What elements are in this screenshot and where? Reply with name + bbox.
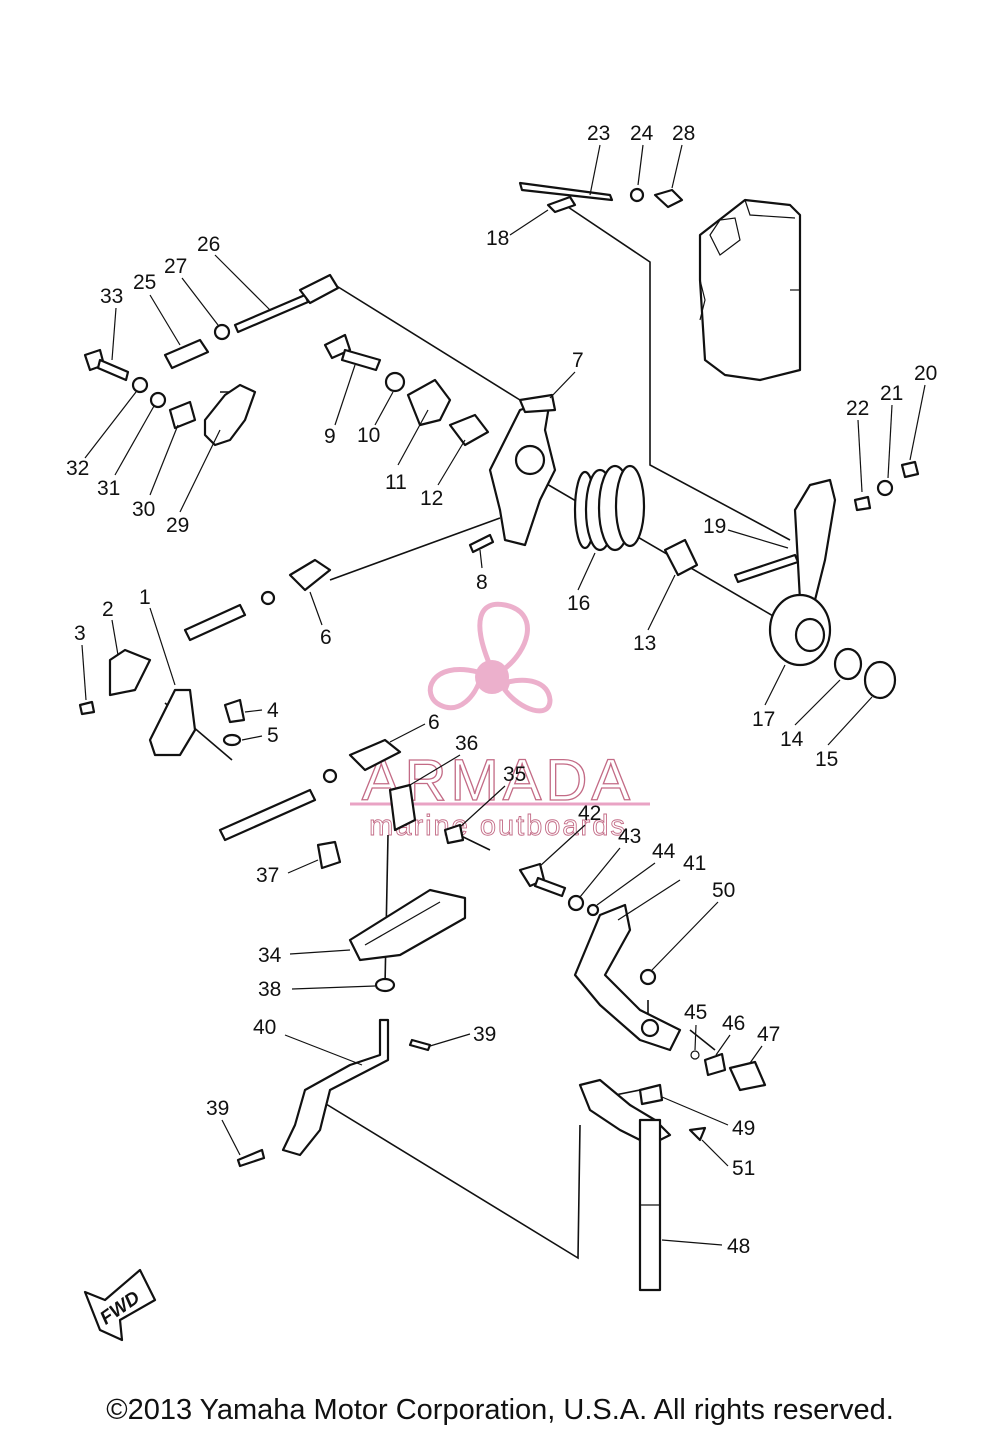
callout-6-lower: 6 [428, 711, 440, 734]
callout-20: 20 [914, 362, 937, 385]
callout-45: 45 [684, 1001, 707, 1024]
callout-48: 48 [727, 1235, 750, 1258]
part-23-rod [518, 181, 684, 214]
callout-4: 4 [267, 699, 279, 722]
callout-27: 27 [164, 255, 187, 278]
callout-21: 21 [880, 382, 903, 405]
callout-34: 34 [258, 944, 282, 967]
callout-26: 26 [197, 233, 220, 256]
part-16-spring [573, 464, 646, 552]
callout-9: 9 [324, 425, 336, 448]
part-6-upper [183, 533, 495, 642]
part-26-rod [83, 273, 340, 382]
callout-39-right: 39 [473, 1023, 496, 1046]
part-6-lower [218, 738, 465, 870]
callout-50: 50 [712, 879, 735, 902]
callout-14: 14 [780, 728, 804, 751]
part-34-lever [348, 888, 467, 993]
control-box [698, 198, 802, 382]
callout-33: 33 [100, 285, 123, 308]
callout-51: 51 [732, 1157, 755, 1180]
callout-18: 18 [486, 227, 509, 250]
callout-35: 35 [503, 763, 526, 786]
callout-2: 2 [102, 598, 114, 621]
callout-37: 37 [256, 864, 279, 887]
callout-22: 22 [846, 397, 869, 420]
callout-40: 40 [253, 1016, 276, 1039]
callout-47: 47 [757, 1023, 780, 1046]
callout-42: 42 [578, 802, 601, 825]
callout-6-upper: 6 [320, 626, 332, 649]
callout-28: 28 [672, 122, 695, 145]
callout-11: 11 [385, 471, 407, 494]
part-48-shaft [578, 1078, 707, 1292]
part-17-lever [733, 460, 920, 700]
callout-12: 12 [420, 487, 443, 510]
callout-7: 7 [572, 349, 584, 372]
callout-36: 36 [455, 732, 478, 755]
callout-25: 25 [133, 271, 156, 294]
callout-19: 19 [703, 515, 726, 538]
callout-13: 13 [633, 632, 656, 655]
callout-10: 10 [357, 424, 380, 447]
callout-44: 44 [652, 840, 676, 863]
propeller-icon [427, 601, 553, 714]
callout-31: 31 [97, 477, 120, 500]
callout-1: 1 [139, 586, 151, 609]
callout-29: 29 [166, 514, 189, 537]
callout-16: 16 [567, 592, 590, 615]
callout-15: 15 [815, 748, 838, 771]
callout-43: 43 [618, 825, 641, 848]
callout-41: 41 [683, 852, 706, 875]
part-29-bracket [131, 376, 257, 447]
callout-5: 5 [267, 724, 279, 747]
callout-23: 23 [587, 122, 610, 145]
callout-46: 46 [722, 1012, 745, 1035]
part-13-bushing [663, 538, 699, 577]
callout-49: 49 [732, 1117, 755, 1140]
part-41-lever [518, 862, 767, 1092]
part-7-lever [323, 333, 557, 547]
copyright-notice: ©2013 Yamaha Motor Corporation, U.S.A. A… [106, 1394, 894, 1426]
callout-30: 30 [132, 498, 155, 521]
connector-lines [164, 204, 791, 1260]
callout-32: 32 [66, 457, 89, 480]
callout-8: 8 [476, 571, 488, 594]
callouts: 1 2 3 4 5 6 6 7 8 9 10 11 12 [66, 122, 937, 1258]
callout-24: 24 [630, 122, 654, 145]
part-40-rod [236, 1018, 432, 1168]
part-1-bracket [78, 648, 246, 757]
callout-38: 38 [258, 978, 281, 1001]
fwd-arrow: FWD [83, 1268, 157, 1342]
callout-39-left: 39 [206, 1097, 229, 1120]
callout-3: 3 [74, 622, 86, 645]
callout-17: 17 [752, 708, 775, 731]
